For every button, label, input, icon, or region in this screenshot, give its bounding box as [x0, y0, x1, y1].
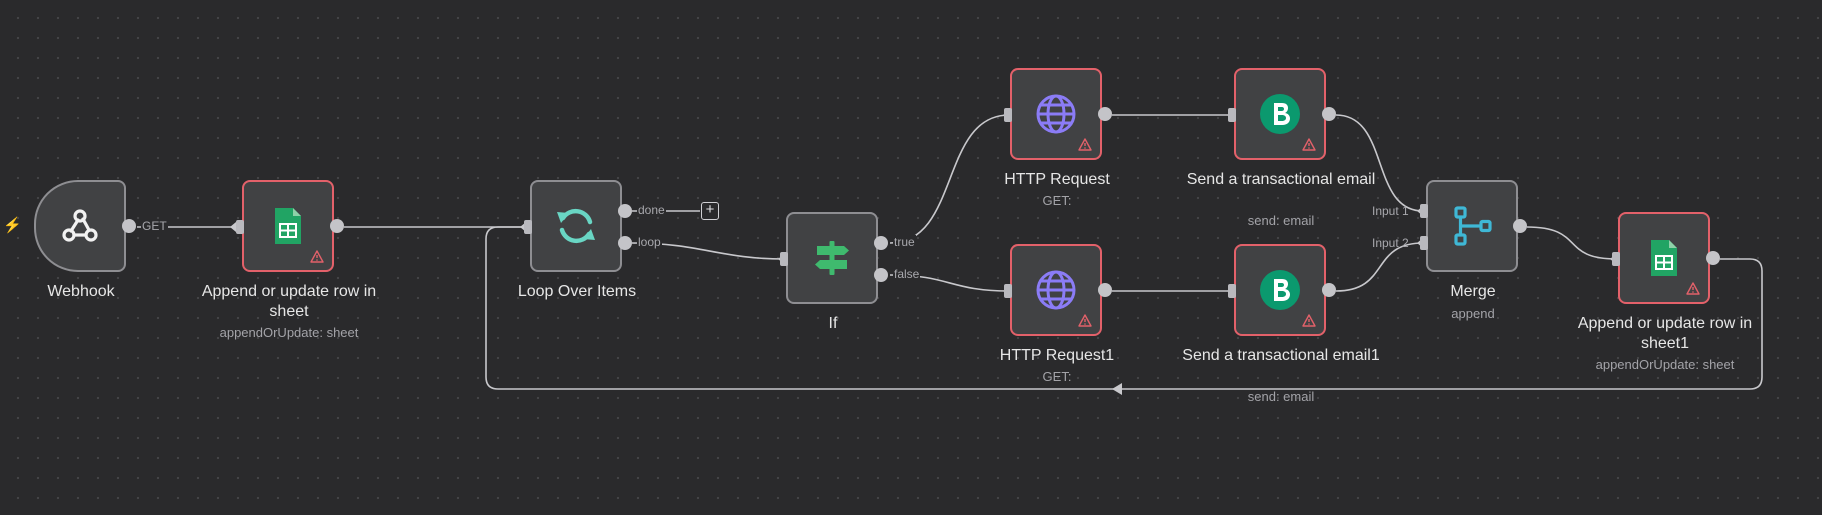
edge-label-true: true	[893, 235, 916, 249]
sheet-output-port[interactable]	[330, 219, 344, 233]
webhook-icon	[62, 209, 98, 242]
warning-icon	[1686, 282, 1700, 295]
merge-input1-port[interactable]	[1420, 204, 1428, 218]
http-request-label: HTTP Request	[1004, 171, 1110, 188]
sheet-label: Append or update row in sheet	[201, 283, 377, 320]
brevo-icon	[1260, 270, 1300, 310]
loop-loop-port[interactable]	[618, 236, 632, 250]
merge-subtitle: append	[1451, 306, 1495, 321]
send-email1-subtitle: send: email	[1247, 389, 1315, 404]
brevo-icon	[1260, 94, 1300, 134]
send-email1-node[interactable]	[1234, 244, 1326, 336]
send-email-node[interactable]	[1234, 68, 1326, 160]
if-false-port[interactable]	[874, 268, 888, 282]
warning-icon	[1078, 138, 1092, 151]
sheet1-label: Append or update row in sheet1	[1577, 315, 1753, 352]
google-sheets-icon	[275, 208, 301, 244]
edge-label-input1: Input 1	[1372, 204, 1409, 218]
edge-label-false: false	[893, 267, 921, 281]
if-label: If	[828, 315, 838, 332]
if-node[interactable]	[786, 212, 878, 304]
send-email-input-port[interactable]	[1228, 108, 1236, 122]
sheet-node[interactable]	[242, 180, 334, 272]
globe-icon	[1036, 94, 1076, 134]
merge-output-port[interactable]	[1513, 219, 1527, 233]
send-email-output-port[interactable]	[1322, 107, 1336, 121]
warning-icon	[1302, 138, 1316, 151]
merge-icon	[1454, 206, 1492, 246]
edge-label-loop: loop	[637, 235, 662, 249]
http-request1-label: HTTP Request1	[999, 347, 1115, 364]
edge-label-input2: Input 2	[1372, 236, 1409, 250]
globe-icon	[1036, 270, 1076, 310]
add-node-button[interactable]: +	[701, 202, 719, 220]
http-request-node[interactable]	[1010, 68, 1102, 160]
send-email-subtitle: send: email	[1247, 213, 1315, 228]
http-request-input-port[interactable]	[1004, 108, 1012, 122]
webhook-label: Webhook	[47, 283, 115, 300]
send-email1-input-port[interactable]	[1228, 284, 1236, 298]
send-email1-label: Send a transactional email1	[1182, 347, 1380, 364]
lightning-bolt-icon: ⚡	[3, 217, 22, 234]
sheet-input-port[interactable]	[236, 220, 244, 234]
sheet1-subtitle: appendOrUpdate: sheet	[1595, 357, 1735, 372]
google-sheets-icon	[1651, 240, 1677, 276]
connection-merge-sheet2	[1526, 226, 1617, 260]
http-request-output-port[interactable]	[1098, 107, 1112, 121]
loop-node[interactable]	[530, 180, 622, 272]
warning-icon	[1078, 314, 1092, 327]
webhook-node[interactable]	[34, 180, 126, 272]
sheet1-input-port[interactable]	[1612, 252, 1620, 266]
sheet-subtitle: appendOrUpdate: sheet	[219, 325, 359, 340]
connection-brevo2-merge	[1335, 242, 1424, 292]
http-request1-output-port[interactable]	[1098, 283, 1112, 297]
loop-input-port[interactable]	[524, 220, 532, 234]
http-request1-subtitle: GET:	[1042, 369, 1072, 384]
warning-icon	[310, 250, 324, 263]
http-request-subtitle: GET:	[1042, 193, 1072, 208]
connection-loopback	[485, 226, 1763, 390]
signpost-icon	[815, 241, 849, 275]
merge-node[interactable]	[1426, 180, 1518, 272]
warning-icon	[1302, 314, 1316, 327]
loop-label: Loop Over Items	[517, 283, 637, 300]
sheet1-output-port[interactable]	[1706, 251, 1720, 265]
http-request1-node[interactable]	[1010, 244, 1102, 336]
refresh-icon	[557, 208, 595, 244]
if-input-port[interactable]	[780, 252, 788, 266]
if-true-port[interactable]	[874, 236, 888, 250]
edge-label-get: GET	[141, 219, 168, 233]
merge-label: Merge	[1450, 283, 1496, 300]
webhook-output-port[interactable]	[122, 219, 136, 233]
http-request1-input-port[interactable]	[1004, 284, 1012, 298]
merge-input2-port[interactable]	[1420, 236, 1428, 250]
edge-label-done: done	[637, 203, 666, 217]
sheet1-node[interactable]	[1618, 212, 1710, 304]
loop-done-port[interactable]	[618, 204, 632, 218]
loopback-arrow	[1112, 383, 1122, 395]
connection-brevo1-merge	[1335, 114, 1424, 212]
send-email1-output-port[interactable]	[1322, 283, 1336, 297]
send-email-label: Send a transactional email	[1186, 171, 1376, 188]
